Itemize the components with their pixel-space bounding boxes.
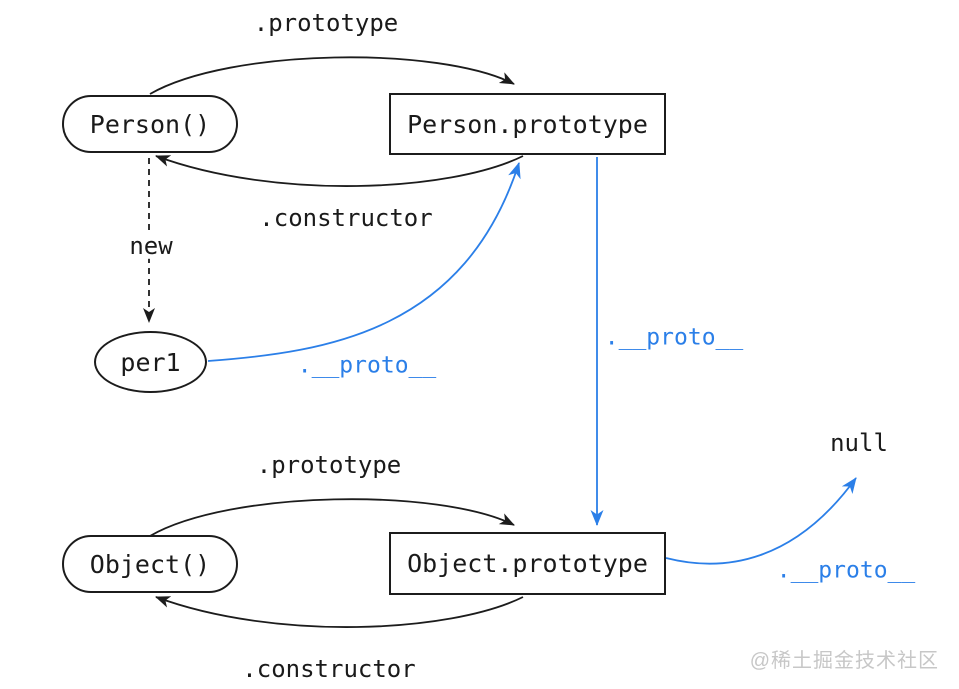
node-null: null (830, 428, 888, 457)
label-object-proto-null-edge: .__proto__ (776, 557, 916, 584)
label-new-operator: new (126, 232, 176, 259)
label-person-prototype-edge: .prototype (253, 8, 399, 37)
person-constructor-arrow (155, 155, 524, 187)
label-object-constructor-edge: .constructor (242, 654, 416, 683)
node-per1-instance: per1 (94, 331, 207, 393)
per1-proto-arrow (207, 162, 521, 362)
label-object-prototype-edge: .prototype (256, 450, 402, 479)
object-constructor-arrow (155, 596, 524, 628)
object-prototype-arrow (149, 498, 515, 537)
juejin-watermark: @稀土掘金技术社区 (749, 650, 939, 672)
node-object-function: Object() (62, 535, 238, 593)
person-prototype-arrow (149, 56, 515, 95)
object-proto-null-arrow (665, 477, 857, 565)
node-person-prototype: Person.prototype (389, 93, 666, 155)
node-person-function: Person() (62, 95, 238, 153)
label-per1-proto-edge: .__proto__ (297, 352, 437, 379)
label-person-constructor-edge: .constructor (259, 203, 433, 232)
label-person-proto-chain-edge: .__proto__ (604, 324, 744, 351)
node-object-prototype: Object.prototype (389, 532, 666, 595)
